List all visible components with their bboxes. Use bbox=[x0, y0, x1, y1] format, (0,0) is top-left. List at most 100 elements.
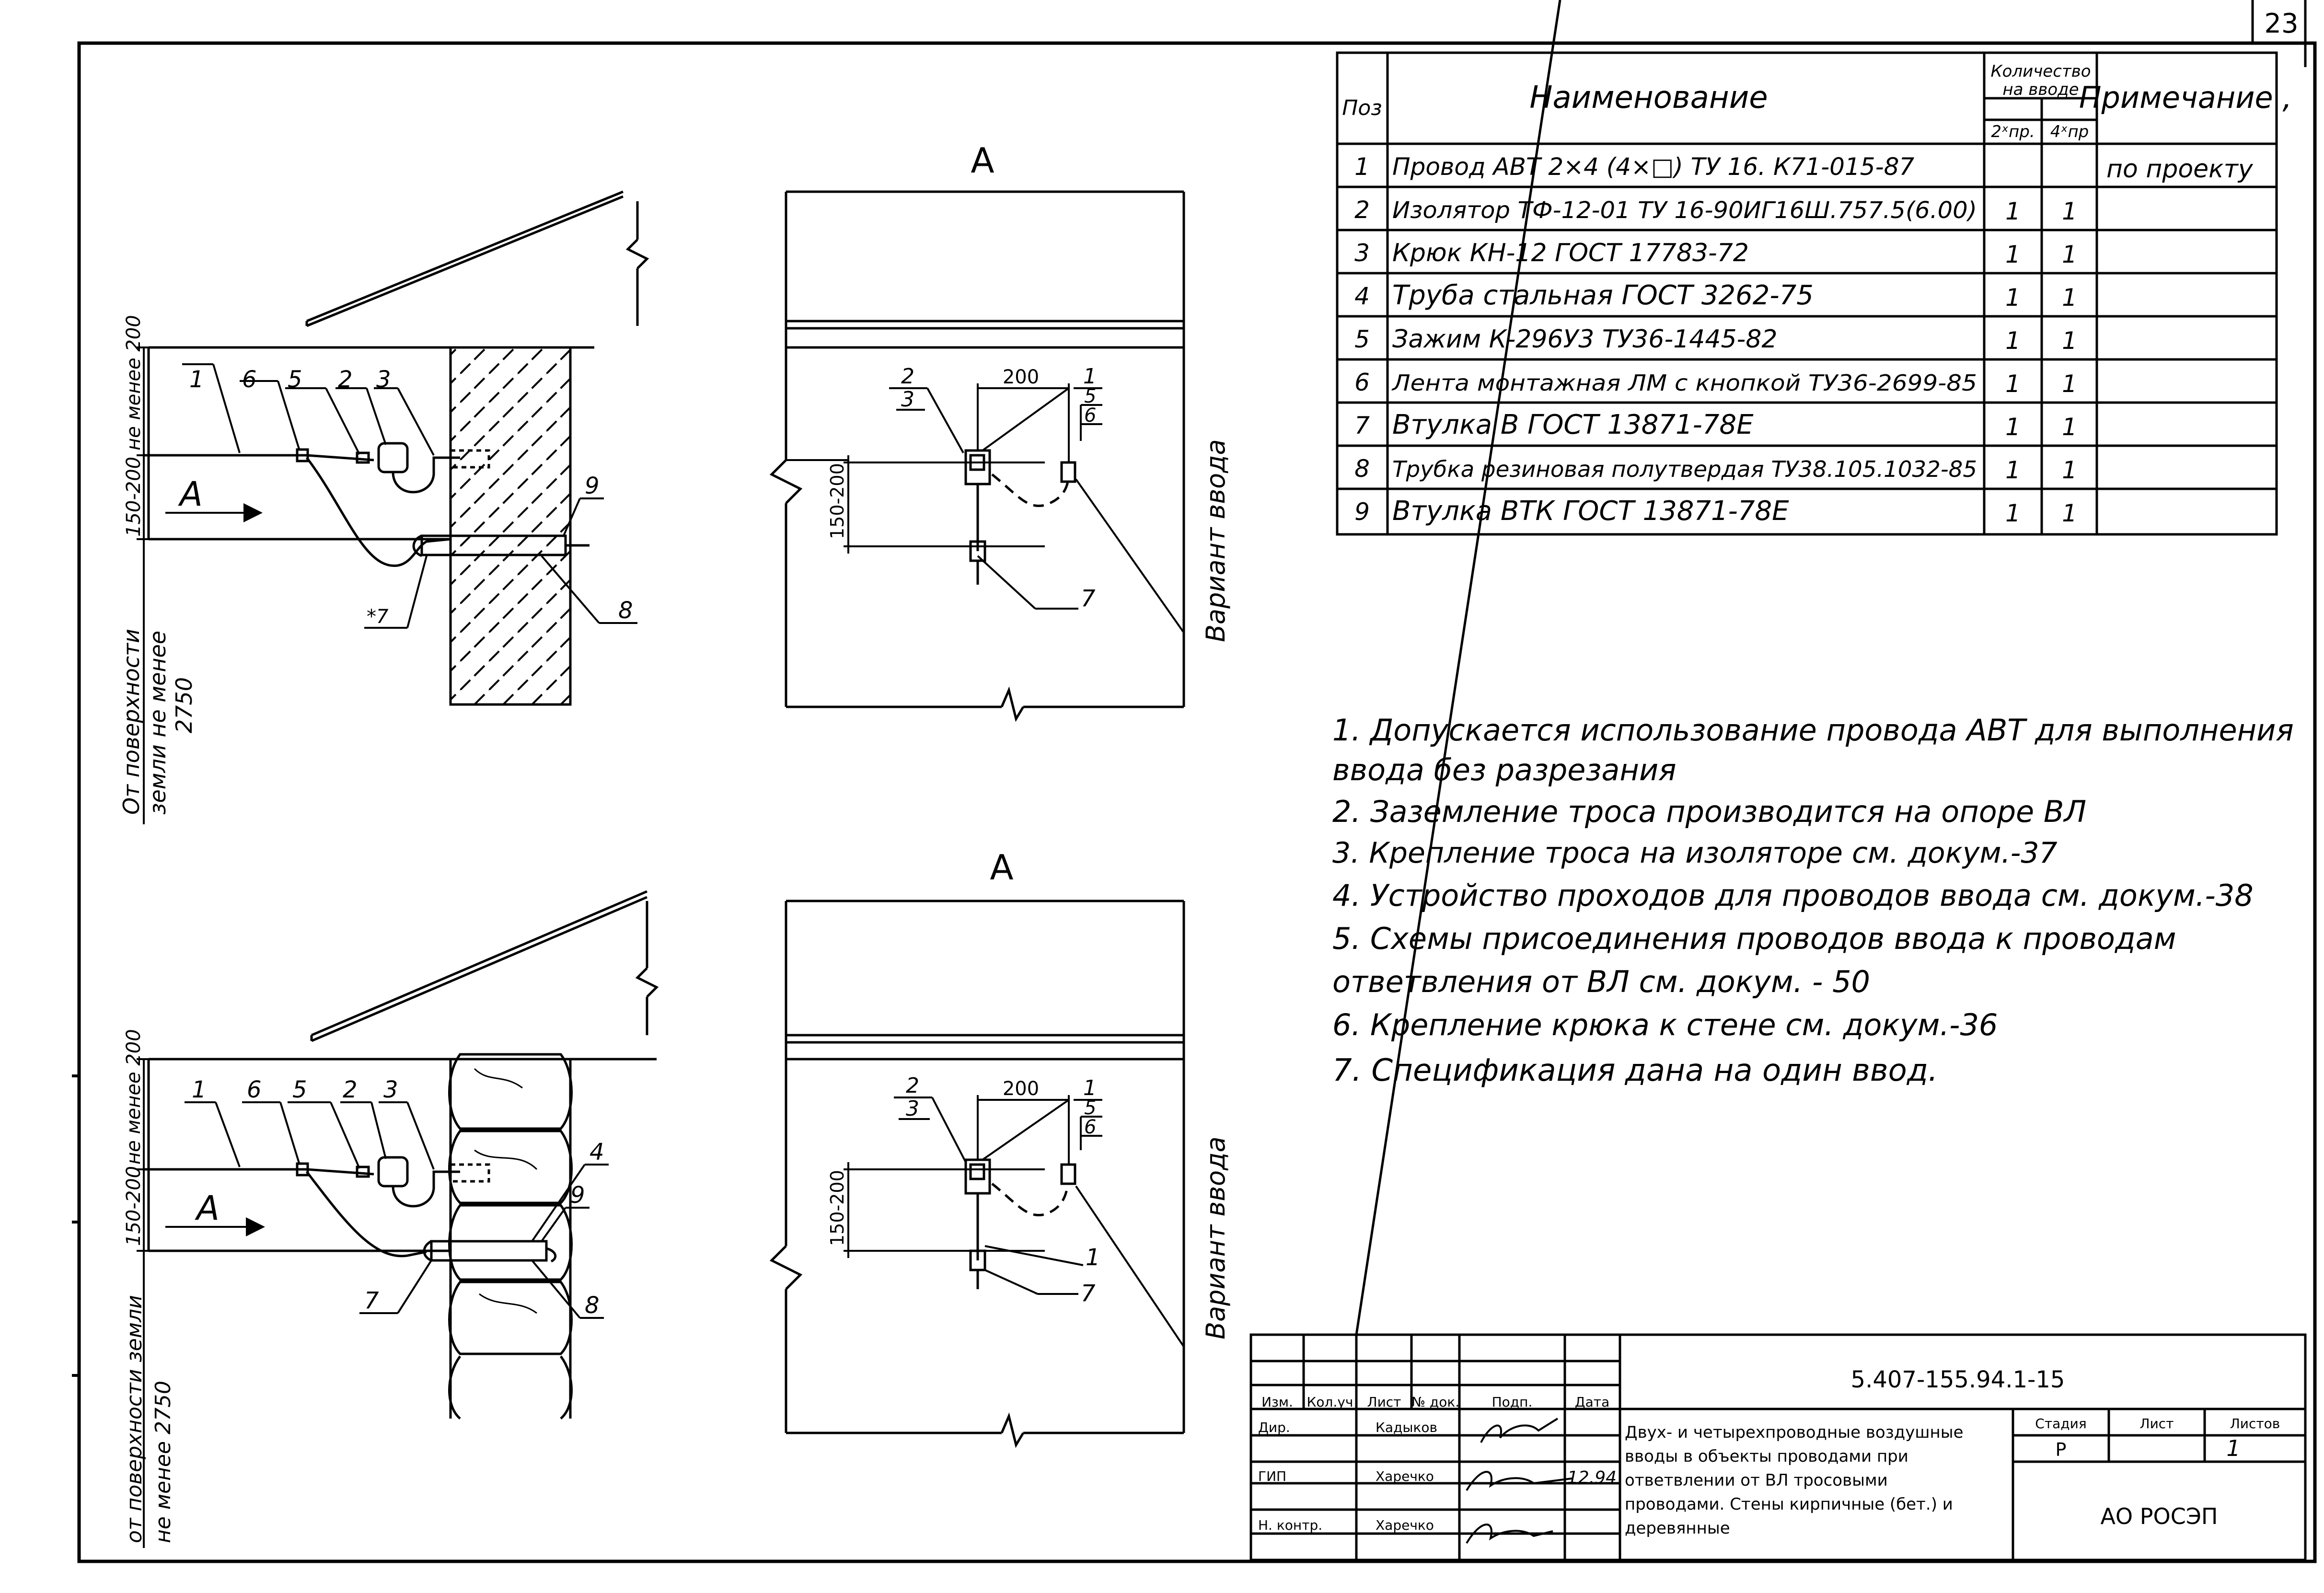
ground-label-2: не менее 2750 bbox=[151, 1381, 175, 1543]
th-podp: Подп. bbox=[1492, 1394, 1533, 1410]
role-name: Кадыков bbox=[1376, 1420, 1437, 1435]
view-label: 6 bbox=[1084, 1116, 1096, 1138]
section-letter: А bbox=[990, 847, 1013, 888]
view-label: 1 bbox=[1083, 1076, 1097, 1100]
spec-name: Втулка ВТК ГОСТ 13871-78Е bbox=[1392, 496, 1789, 527]
dim-min-label: не менее 200 bbox=[123, 315, 145, 450]
leader-label: 2 bbox=[338, 366, 353, 393]
spec-name: Крюк КН-12 ГОСТ 17783-72 bbox=[1392, 239, 1749, 267]
spec-table: Поз Наименование Количество на вводе 2ˣп… bbox=[1336, 51, 2292, 536]
wall-arrow-label: А bbox=[195, 1189, 220, 1228]
leader-label: 8 bbox=[585, 1292, 600, 1319]
sheets-value: 1 bbox=[2226, 1435, 2240, 1461]
spec-q4: 1 bbox=[2062, 284, 2077, 312]
leader-label: 8 bbox=[618, 597, 633, 624]
title-line: проводами. Стены кирпичные (бет.) и bbox=[1625, 1495, 1953, 1514]
spec-header-qty: Количество bbox=[1990, 62, 2091, 81]
role-name: Харечко bbox=[1376, 1468, 1434, 1484]
leader-label: 6 bbox=[242, 366, 257, 393]
note-line: 2. Заземление троса производится на опор… bbox=[1332, 794, 2086, 829]
stage-value: Р bbox=[2056, 1439, 2067, 1460]
spec-q2: 1 bbox=[2005, 327, 2021, 355]
leader-label: 2 bbox=[343, 1076, 358, 1103]
spec-header-name: Наименование bbox=[1529, 80, 1768, 115]
spec-q4: 1 bbox=[2062, 241, 2077, 268]
spec-name: Втулка В ГОСТ 13871-78Е bbox=[1392, 409, 1754, 440]
note-line: 3. Крепление троса на изоляторе см. доку… bbox=[1332, 836, 2058, 870]
spec-name: Провод АВТ 2×4 (4×□) ТУ 16. К71-015-87 bbox=[1392, 153, 1914, 181]
note-line: 5. Схемы присоединения проводов ввода к … bbox=[1332, 921, 2176, 956]
spec-pos: 2 bbox=[1354, 196, 1370, 224]
signature bbox=[1466, 1418, 1572, 1544]
view-label: 6 bbox=[1084, 404, 1096, 427]
view-label: 1 bbox=[1083, 364, 1097, 389]
ground-label-2: земли не менее bbox=[145, 631, 171, 815]
view-label: 2 bbox=[906, 1074, 919, 1098]
view-label: 1 bbox=[1086, 1244, 1100, 1271]
leader-label: 9 bbox=[585, 473, 600, 499]
spec-name: Трубка резиновая полутвердая ТУ38.105.10… bbox=[1392, 456, 1977, 482]
spec-note: по проекту bbox=[2106, 155, 2254, 184]
dim-min-label: не менее 200 bbox=[123, 1029, 145, 1165]
spec-q2: 1 bbox=[2005, 499, 2021, 527]
th-ndoc: № док. bbox=[1411, 1394, 1459, 1410]
view-label: 7 bbox=[1081, 1280, 1096, 1307]
spec-pos: 5 bbox=[1354, 325, 1370, 353]
note-line: 6. Крепление крюка к стене см. докум.-36 bbox=[1332, 1007, 1998, 1042]
title-line: Двух- и четырехпроводные воздушные bbox=[1625, 1423, 1964, 1442]
role-label: Дир. bbox=[1258, 1420, 1290, 1435]
variant-label: Вариант ввода bbox=[1201, 439, 1231, 642]
dim-range-label: 150-200 bbox=[123, 1166, 145, 1246]
spec-q2: 1 bbox=[2005, 456, 2021, 484]
spec-row: 9 Втулка ВТК ГОСТ 13871-78Е 1 1 bbox=[1354, 496, 2077, 527]
spec-pos: 9 bbox=[1354, 498, 1370, 526]
spec-row: 6 Лента монтажная ЛМ с кнопкой ТУ36-2699… bbox=[1354, 369, 2077, 398]
sheet-number: 23 bbox=[2264, 8, 2298, 39]
leader-label: 3 bbox=[383, 1076, 398, 1103]
sheet-label: Лист bbox=[2140, 1416, 2174, 1431]
spec-name: Зажим К-296У3 ТУ36-1445-82 bbox=[1392, 325, 1778, 354]
spec-q2: 1 bbox=[2005, 284, 2021, 312]
view-label: 3 bbox=[906, 1097, 919, 1121]
leader-label: 6 bbox=[247, 1076, 262, 1103]
title-block: 5.407-155.94.1-15 Изм. Кол.уч Лист № док… bbox=[1249, 0, 2307, 1561]
title-line: ответвлении от ВЛ тросовыми bbox=[1625, 1471, 1888, 1490]
dim-150-200: 150-200 bbox=[827, 463, 848, 539]
dim-range-label: 150-200 bbox=[123, 457, 145, 537]
th-list: Лист bbox=[1367, 1394, 1401, 1410]
note-line: 7. Спецификация дана на один ввод. bbox=[1332, 1053, 1938, 1088]
spec-q4: 1 bbox=[2062, 370, 2077, 398]
spec-header-qty2: на вводе bbox=[2002, 80, 2079, 99]
spec-header-col2: 2ˣпр. bbox=[1991, 122, 2035, 141]
spec-pos: 1 bbox=[1354, 153, 1370, 181]
dim-200: 200 bbox=[1003, 366, 1039, 388]
stage-label: Стадия bbox=[2035, 1416, 2086, 1431]
spec-q4: 1 bbox=[2062, 327, 2077, 355]
spec-q2: 1 bbox=[2005, 370, 2021, 398]
leader-label: 1 bbox=[192, 1076, 207, 1103]
th-date: Дата bbox=[1575, 1394, 1610, 1410]
spec-pos: 4 bbox=[1354, 282, 1370, 310]
role-name: Харечко bbox=[1376, 1517, 1434, 1533]
sign-date: 12.94 bbox=[1567, 1468, 1617, 1488]
leader-label: 9 bbox=[570, 1182, 585, 1209]
notes: 1. Допускается использование провода АВТ… bbox=[1332, 713, 2294, 1088]
leader-label: 1 bbox=[189, 366, 204, 393]
spec-header-pos: Поз bbox=[1342, 96, 1382, 120]
ground-label-1: от поверхности земли bbox=[122, 1295, 147, 1543]
note-line: ввода без разрезания bbox=[1332, 752, 1677, 787]
role-label: Н. контр. bbox=[1258, 1517, 1322, 1533]
dim-200: 200 bbox=[1003, 1078, 1039, 1100]
title-line: вводы в объекты проводами при bbox=[1625, 1447, 1908, 1466]
wall-section-brick: А не менее 200 150-200 От поверхности зе… bbox=[118, 190, 649, 824]
view-label: 3 bbox=[901, 387, 914, 412]
spec-row: 4 Труба стальная ГОСТ 3262-75 1 1 bbox=[1354, 280, 2077, 312]
view-label: 5 bbox=[1084, 385, 1096, 407]
spec-q2: 1 bbox=[2005, 197, 2021, 225]
variant-label: Вариант ввода bbox=[1201, 1136, 1231, 1339]
note-line: 4. Устройство проходов для проводов ввод… bbox=[1332, 878, 2254, 913]
spec-name: Труба стальная ГОСТ 3262-75 bbox=[1392, 280, 1814, 311]
leader-label: 5 bbox=[288, 366, 302, 393]
leader-label: 5 bbox=[292, 1076, 307, 1103]
